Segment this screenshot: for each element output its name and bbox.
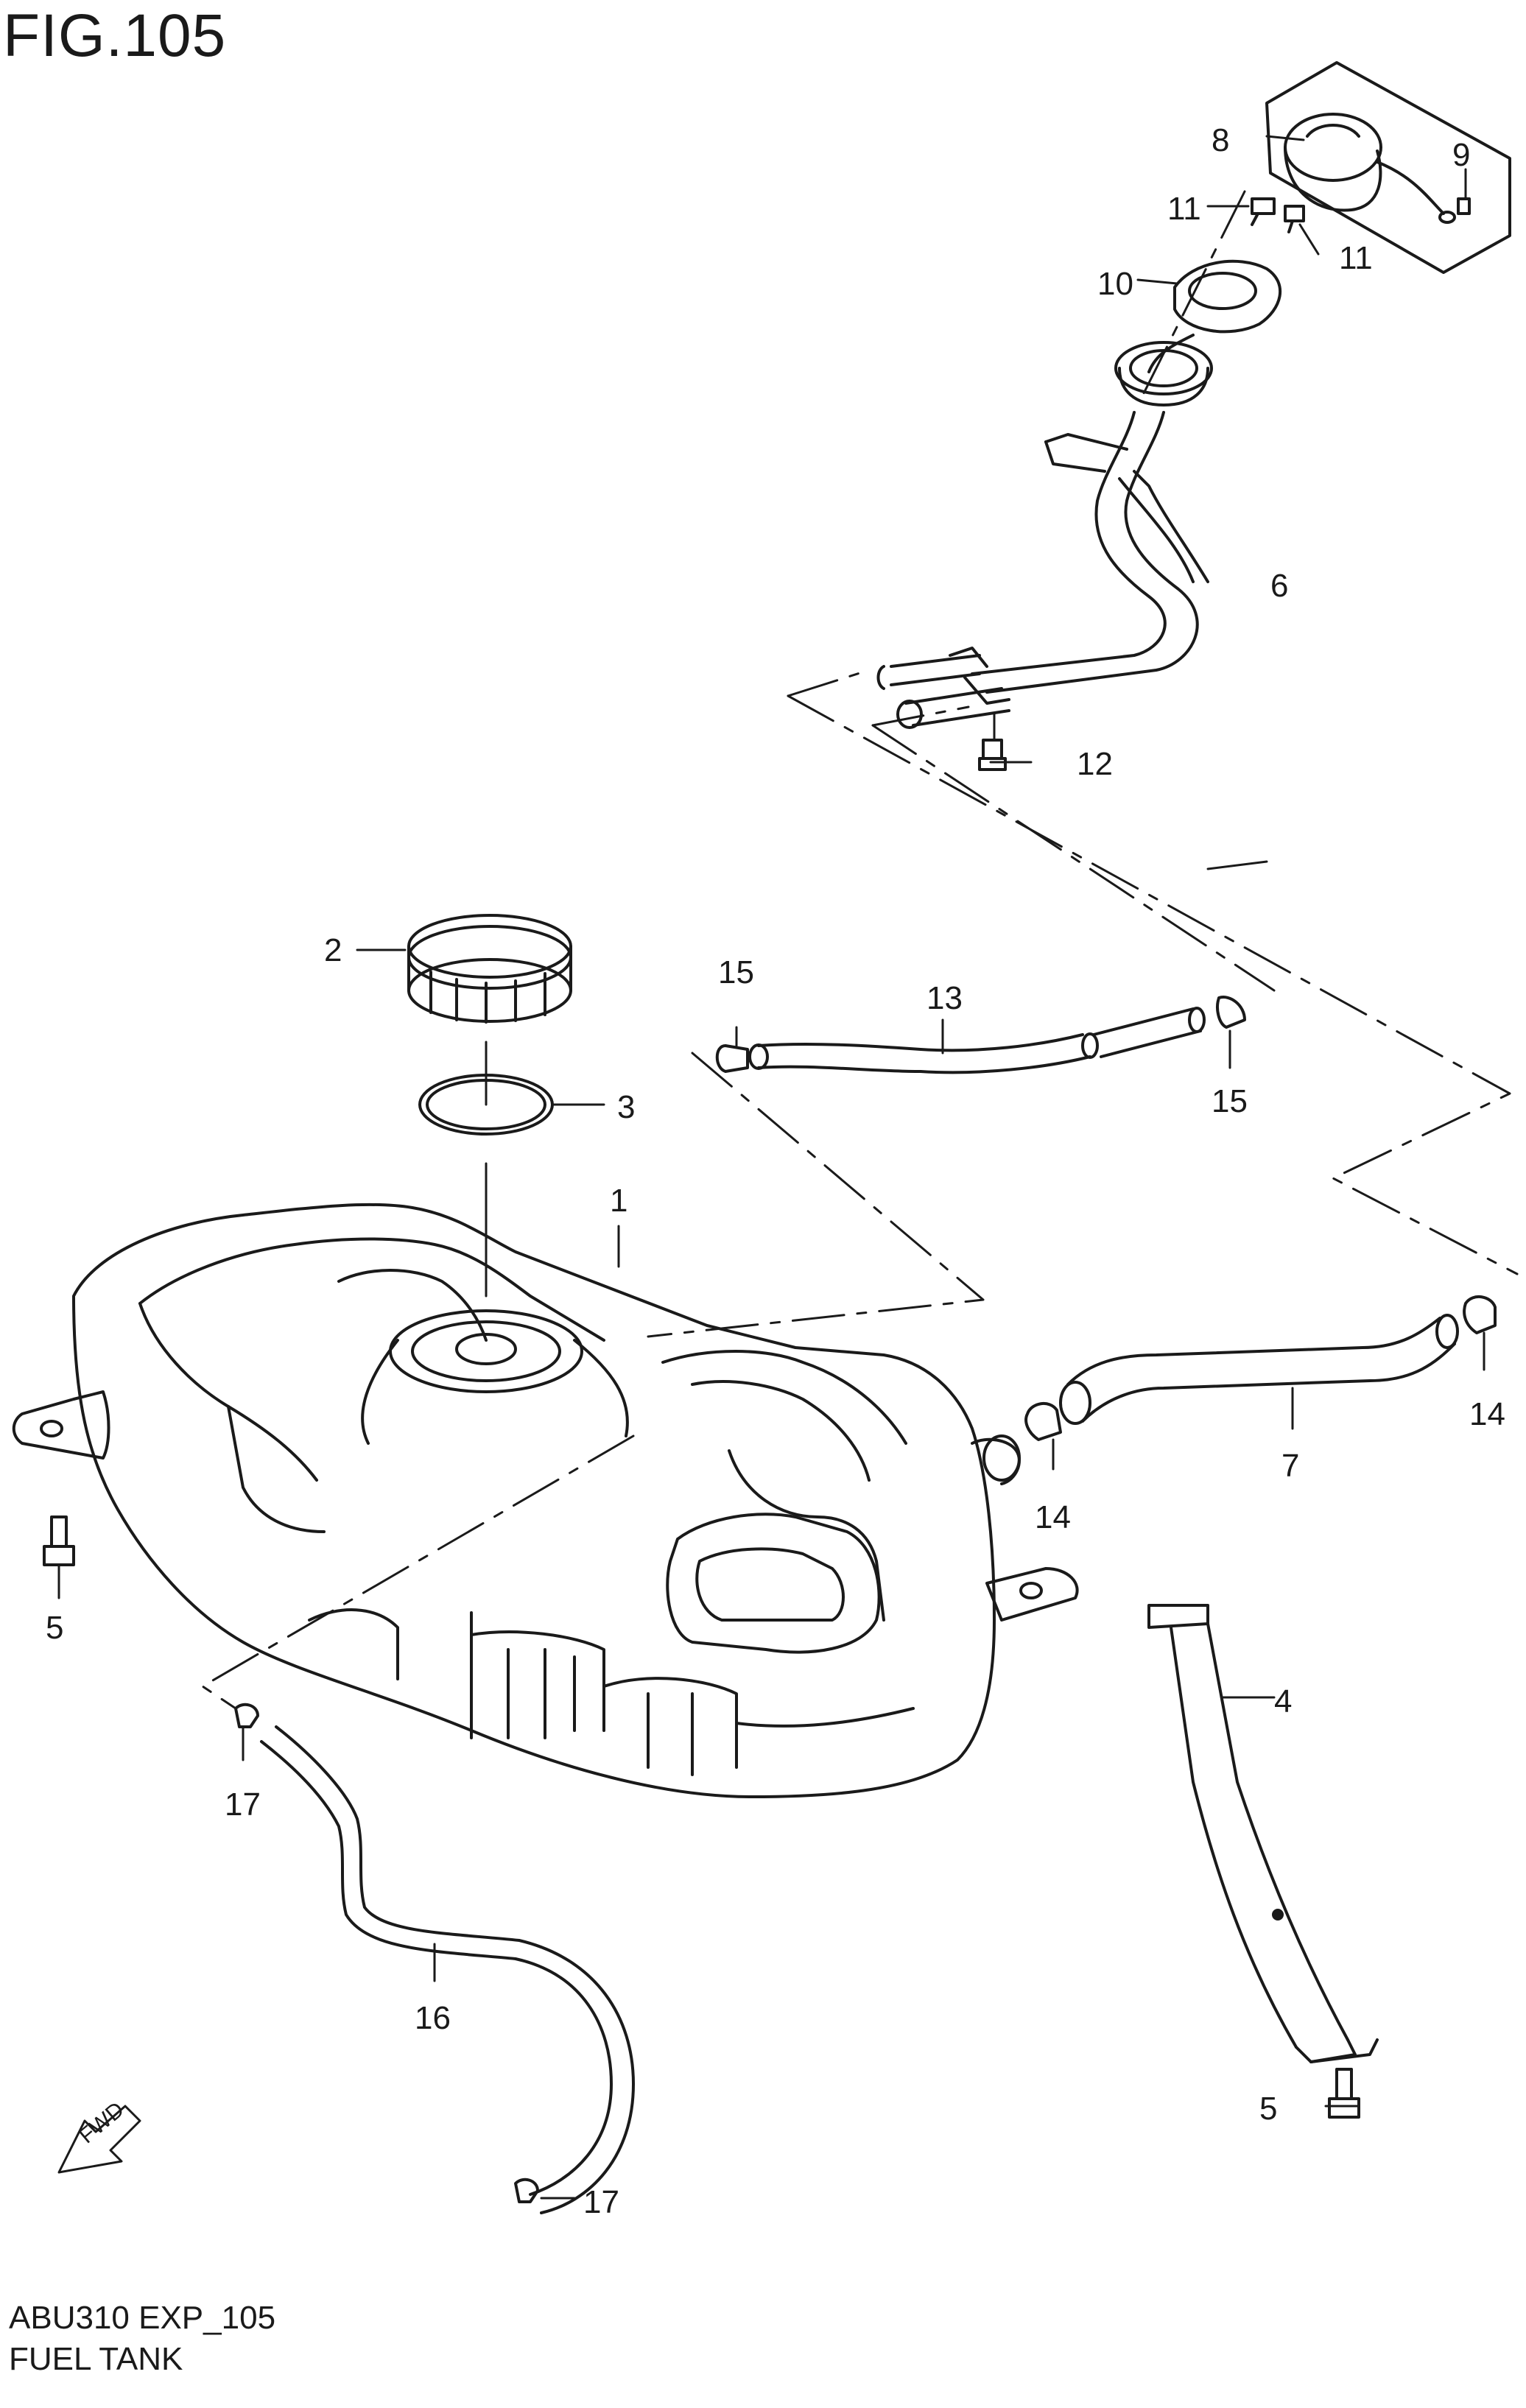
figure-footer: ABU310 EXP_105 FUEL TANK xyxy=(9,2298,275,2380)
callout-11-left: 11 xyxy=(1167,191,1201,227)
figure-name: FUEL TANK xyxy=(9,2341,183,2377)
callout-7: 7 xyxy=(1281,1448,1299,1484)
leader-lines xyxy=(57,135,1485,2200)
fuel-cap-group xyxy=(1265,61,1511,274)
callout-17-top: 17 xyxy=(225,1786,261,1823)
callout-2: 2 xyxy=(324,932,342,968)
callout-13: 13 xyxy=(926,980,963,1016)
fwd-arrow-icon: FWD xyxy=(57,2097,141,2174)
hose-clamps xyxy=(234,996,1497,2203)
callout-15-right: 15 xyxy=(1212,1083,1248,1119)
callout-5-left: 5 xyxy=(46,1610,63,1646)
callout-9: 9 xyxy=(1452,137,1470,173)
vent-hose xyxy=(748,1007,1206,1074)
callout-8: 8 xyxy=(1212,122,1229,158)
callout-14-right: 14 xyxy=(1469,1396,1505,1432)
callout-4: 4 xyxy=(1274,1683,1292,1719)
pump-lock-ring xyxy=(407,914,572,1024)
filler-cap-base xyxy=(1147,259,1281,373)
reference-lines xyxy=(201,190,1519,1710)
callout-3: 3 xyxy=(617,1089,635,1125)
callout-16: 16 xyxy=(415,2000,451,2036)
filler-hose xyxy=(1059,1314,1459,1425)
bolts xyxy=(43,197,1471,2119)
callout-11-right: 11 xyxy=(1339,240,1373,276)
tank-strap xyxy=(1147,1604,1379,2063)
callout-15-left: 15 xyxy=(718,954,754,990)
callout-labels: 1 2 3 4 5 5 6 7 8 9 10 11 11 12 13 14 14… xyxy=(46,122,1505,2220)
callout-6: 6 xyxy=(1270,568,1288,604)
fuel-tank xyxy=(12,1203,1079,1798)
callout-17-bottom: 17 xyxy=(583,2184,619,2220)
filler-neck-pipe xyxy=(876,341,1213,729)
breather-hose xyxy=(260,1725,635,2214)
callout-14-left: 14 xyxy=(1035,1499,1071,1535)
callout-1: 1 xyxy=(610,1183,627,1219)
figure-code: ABU310 EXP_105 xyxy=(9,2300,276,2336)
figure-title: FIG.105 xyxy=(3,2,227,69)
callout-12: 12 xyxy=(1077,746,1113,782)
callout-10: 10 xyxy=(1097,266,1133,302)
callout-5-right: 5 xyxy=(1259,2091,1277,2127)
